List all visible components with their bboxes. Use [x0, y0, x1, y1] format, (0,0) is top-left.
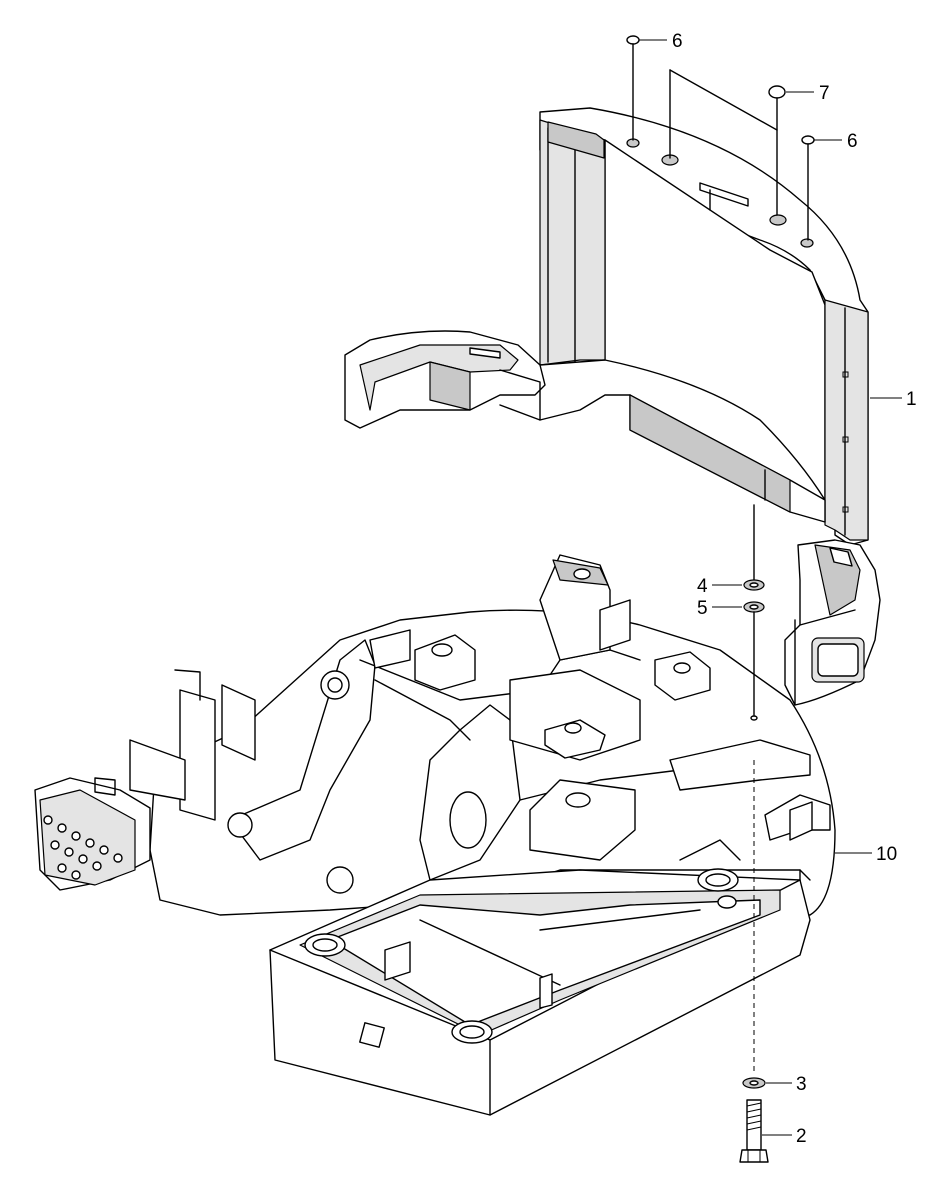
upper-frame — [34, 554, 836, 1116]
callout-leaders — [639, 39, 902, 1136]
callout-4: 4 — [697, 576, 708, 597]
bolt-2 — [739, 1099, 769, 1163]
callout-6-top: 6 — [672, 31, 683, 52]
callout-5: 5 — [697, 598, 708, 619]
cap-7 — [768, 85, 786, 99]
callout-3: 3 — [796, 1074, 807, 1095]
callout-6-right: 6 — [847, 131, 858, 152]
callout-1: 1 — [906, 389, 917, 410]
plug-6b — [801, 135, 815, 145]
callout-10: 10 — [876, 844, 897, 865]
footstep-holes — [43, 815, 123, 880]
plug-6a — [626, 35, 640, 45]
plug-and-cap-group — [626, 35, 815, 241]
fastener-stack — [739, 504, 769, 1163]
cab-guard-frame — [344, 107, 881, 706]
callout-7: 7 — [819, 83, 830, 104]
callout-2: 2 — [796, 1126, 807, 1147]
